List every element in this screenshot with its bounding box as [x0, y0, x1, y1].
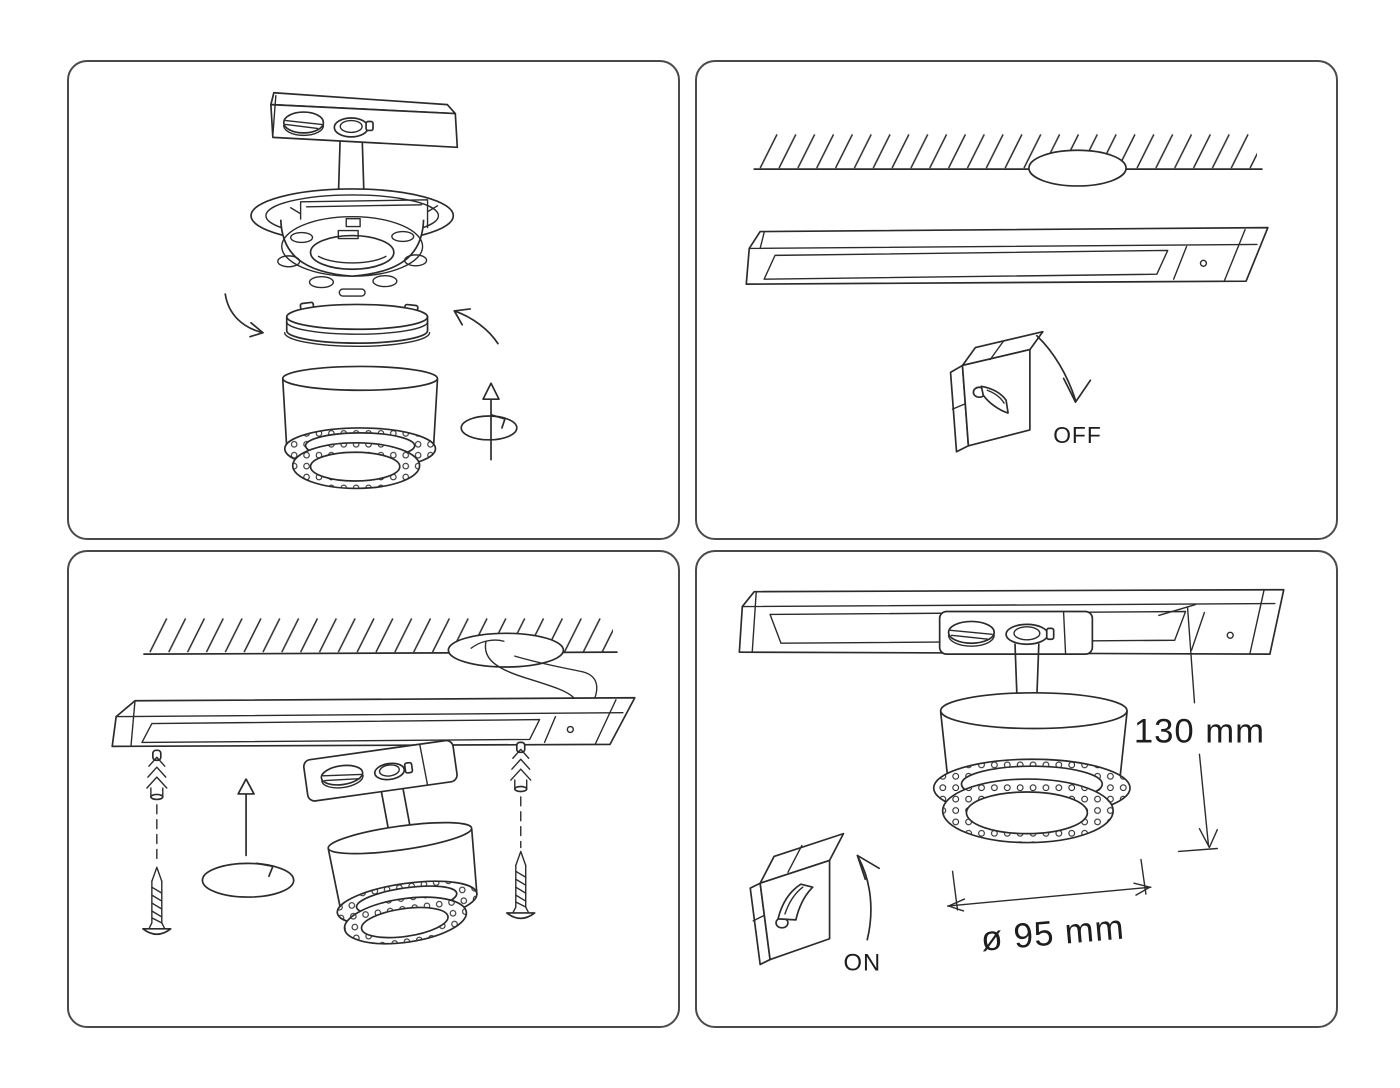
- track-rail-drawing: [111, 696, 636, 748]
- wall-anchor-icon: [509, 741, 532, 793]
- curved-arrow-left-icon: [224, 293, 264, 338]
- ceiling-hatch-drawing: [753, 132, 1263, 187]
- rotation-arrow-icon: [460, 382, 518, 461]
- screw-icon: [506, 850, 536, 920]
- instruction-step-2-panel: OFF: [695, 60, 1338, 540]
- lamp-assembly-drawing: [932, 610, 1131, 844]
- step-3-drawing: [111, 616, 636, 945]
- diameter-dimension-label: ø 95 mm: [979, 908, 1126, 958]
- track-rail-drawing: [745, 226, 1269, 285]
- rotation-arrow-icon: [201, 862, 295, 898]
- instruction-step-4-panel: 130 mm ø 95 mm: [695, 550, 1338, 1028]
- on-label: ON: [843, 949, 881, 976]
- off-label: OFF: [1053, 422, 1102, 448]
- cable-hole-drawing: [1028, 149, 1127, 187]
- wires-drawing: [470, 639, 598, 701]
- height-dimension: 130 mm: [1134, 603, 1265, 853]
- led-module-drawing: [284, 301, 431, 347]
- arrow-up-icon: [237, 778, 255, 857]
- mounting-plate-drawing: [250, 188, 455, 297]
- wall-switch-icon: [949, 330, 1044, 453]
- step-2-drawing: OFF: [745, 132, 1269, 453]
- arrow-up-icon: [856, 854, 881, 941]
- height-dimension-label: 130 mm: [1134, 712, 1265, 750]
- ceiling-hatch-drawing: [143, 616, 618, 701]
- step-4-drawing: 130 mm ø 95 mm: [738, 588, 1285, 976]
- wall-switch-icon: [749, 832, 845, 966]
- instruction-step-3-panel: [67, 550, 680, 1028]
- diameter-dimension: ø 95 mm: [946, 858, 1152, 959]
- wall-anchor-icon: [146, 749, 168, 801]
- arrow-down-icon: [1035, 334, 1092, 403]
- lamp-assembly-drawing: [302, 739, 478, 945]
- step-1-drawing: [224, 91, 518, 490]
- curved-arrow-right-icon: [453, 308, 499, 345]
- track-adapter-drawing: [270, 91, 459, 200]
- instruction-step-1-panel: [67, 60, 680, 540]
- twist-lock-arrows: [224, 293, 499, 345]
- cable-hole-drawing: [447, 632, 565, 668]
- screw-icon: [142, 866, 172, 936]
- shade-drawing: [281, 365, 439, 490]
